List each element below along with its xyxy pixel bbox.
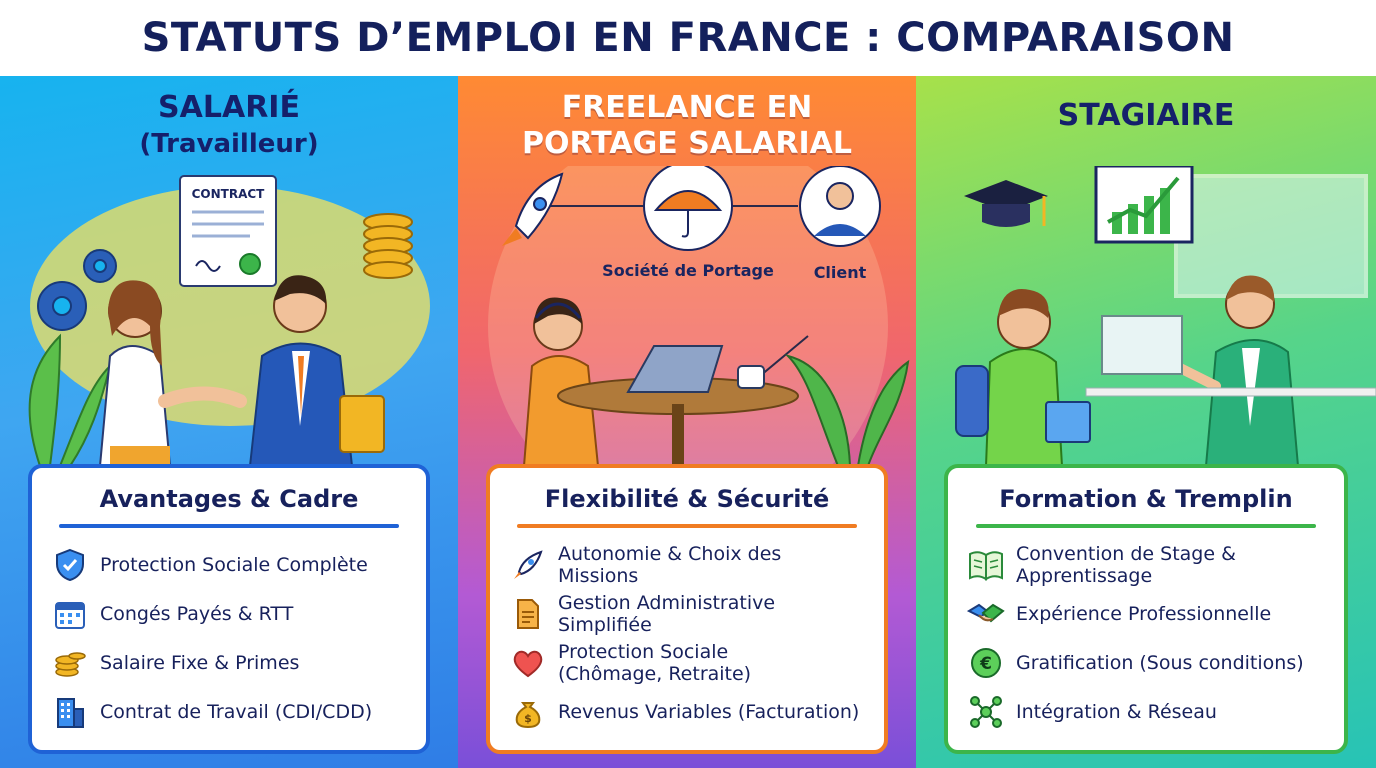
contract-label: CONTRACT [192, 187, 266, 201]
client-label: Client [814, 263, 867, 282]
building-icon [50, 692, 90, 732]
coins-stack [363, 213, 413, 279]
list-item-protection-sociale: Protection Sociale (Chômage, Retraite) [508, 638, 866, 687]
open-book-icon [966, 545, 1006, 585]
panel-stagiaire: STAGIAIRE [916, 76, 1376, 768]
contract-document: CONTRACT [179, 175, 277, 287]
card-divider [59, 524, 399, 528]
gear-icon [37, 249, 117, 331]
svg-text:$: $ [524, 712, 532, 725]
item-label: Salaire Fixe & Primes [100, 651, 300, 674]
heading-freelance-line1: FREELANCE EN [561, 90, 813, 125]
card-avantages: Avantages & Cadre Protection Sociale Com… [28, 464, 430, 754]
company-label: Société de Portage [602, 261, 774, 280]
heart-icon [508, 643, 548, 683]
panel-heading-freelance: FREELANCE EN PORTAGE SALARIAL [458, 90, 916, 162]
growth-chart-board [1094, 166, 1194, 244]
subheading-travailleur: (Travailleur) [139, 129, 319, 159]
woman-figure [98, 280, 172, 466]
item-label: Convention de Stage & Apprentissage [1016, 543, 1236, 587]
coins-icon [50, 643, 90, 683]
money-bag-icon: $ [508, 692, 548, 732]
handshake-icon [966, 594, 1006, 634]
item-label: Revenus Variables (Facturation) [558, 700, 860, 723]
list-item-experience: Expérience Professionnelle [966, 589, 1326, 638]
panel-freelance: FREELANCE EN PORTAGE SALARIAL Société de… [458, 76, 916, 768]
list-item-revenus: $ Revenus Variables (Facturation) [508, 687, 866, 736]
item-label: Expérience Professionnelle [1016, 602, 1272, 625]
item-label: Gestion Administrative Simplifiée [558, 591, 776, 636]
mentor-figure [1151, 275, 1300, 466]
list-item-gratification: € Gratification (Sous conditions) [966, 638, 1326, 687]
handshake-illustration: CONTRACT [28, 175, 430, 466]
panel-heading-salarie: SALARIÉ (Travailleur) [0, 90, 458, 162]
heading-salarie: SALARIÉ [158, 90, 300, 125]
svg-text:€: € [979, 654, 992, 674]
shield-check-icon [50, 545, 90, 585]
list-item-contrat: Contrat de Travail (CDI/CDD) [50, 687, 408, 736]
item-label: Protection Sociale (Chômage, Retraite) [558, 641, 751, 685]
item-label: Protection Sociale Complète [100, 553, 368, 576]
man-figure [248, 275, 385, 466]
item-label-line1: Convention de Stage & [1016, 542, 1236, 565]
umbrella-icon [643, 166, 733, 251]
list-item-conges: Congés Payés & RTT [50, 589, 408, 638]
item-label-line2: (Chômage, Retraite) [558, 662, 752, 685]
card-title-avantages: Avantages & Cadre [99, 485, 359, 513]
document-icon [508, 594, 548, 634]
list-item-salaire: Salaire Fixe & Primes [50, 638, 408, 687]
plant [784, 354, 910, 466]
panel-salarie: SALARIÉ (Travailleur) CONTRACT [0, 76, 458, 768]
card-divider [976, 524, 1316, 528]
page-title: STATUTS D’EMPLOI EN FRANCE : COMPARAISON [141, 15, 1235, 61]
rocket-icon [502, 172, 564, 246]
item-label: Gratification (Sous conditions) [1016, 651, 1304, 674]
title-bar: STATUTS D’EMPLOI EN FRANCE : COMPARAISON [0, 0, 1376, 76]
student-figure [955, 289, 1091, 466]
rocket-icon [508, 545, 548, 585]
card-title-formation: Formation & Tremplin [999, 485, 1293, 513]
freelancer-figure [522, 297, 600, 466]
freelance-illustration: Société de Portage Client [488, 166, 910, 466]
stagiaire-illustration [955, 166, 1376, 466]
calendar-icon [50, 594, 90, 634]
item-label-line2: Apprentissage [1016, 564, 1153, 587]
item-label: Congés Payés & RTT [100, 602, 294, 625]
card-title-flexibilite: Flexibilité & Sécurité [544, 485, 830, 513]
client-avatar [799, 166, 881, 247]
heading-freelance-line2: PORTAGE SALARIAL [522, 126, 852, 161]
item-label: Intégration & Réseau [1016, 700, 1217, 723]
heading-stagiaire: STAGIAIRE [1057, 98, 1235, 133]
item-label-line1: Protection Sociale [558, 640, 729, 663]
list-item-integration: Intégration & Réseau [966, 687, 1326, 736]
item-label: Autonomie & Choix des Missions [558, 542, 782, 587]
card-formation: Formation & Tremplin Convention de Stage… [944, 464, 1348, 754]
list-item-gestion: Gestion Administrative Simplifiée [508, 589, 866, 638]
graduation-cap-icon [964, 180, 1048, 227]
list-item-protection: Protection Sociale Complète [50, 540, 408, 589]
card-flexibilite: Flexibilité & Sécurité Autonomie & Choix… [486, 464, 888, 754]
plant [28, 333, 112, 466]
euro-coin-icon: € [966, 643, 1006, 683]
panel-heading-stagiaire: STAGIAIRE [916, 98, 1376, 134]
card-divider [517, 524, 857, 528]
list-item-convention: Convention de Stage & Apprentissage [966, 540, 1326, 589]
list-item-autonomie: Autonomie & Choix des Missions [508, 540, 866, 589]
item-label: Contrat de Travail (CDI/CDD) [100, 700, 373, 723]
network-icon [966, 692, 1006, 732]
